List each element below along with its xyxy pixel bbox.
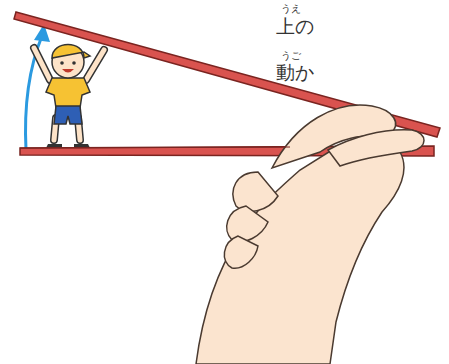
instruction-text: 上の (276, 17, 314, 36)
hand (196, 105, 424, 364)
child-figure (34, 45, 104, 149)
furigana-text: うご (281, 51, 301, 61)
furigana-text: うえ (281, 4, 301, 14)
chopstick-edge (20, 147, 290, 148)
instruction-text: 動か (276, 63, 314, 82)
